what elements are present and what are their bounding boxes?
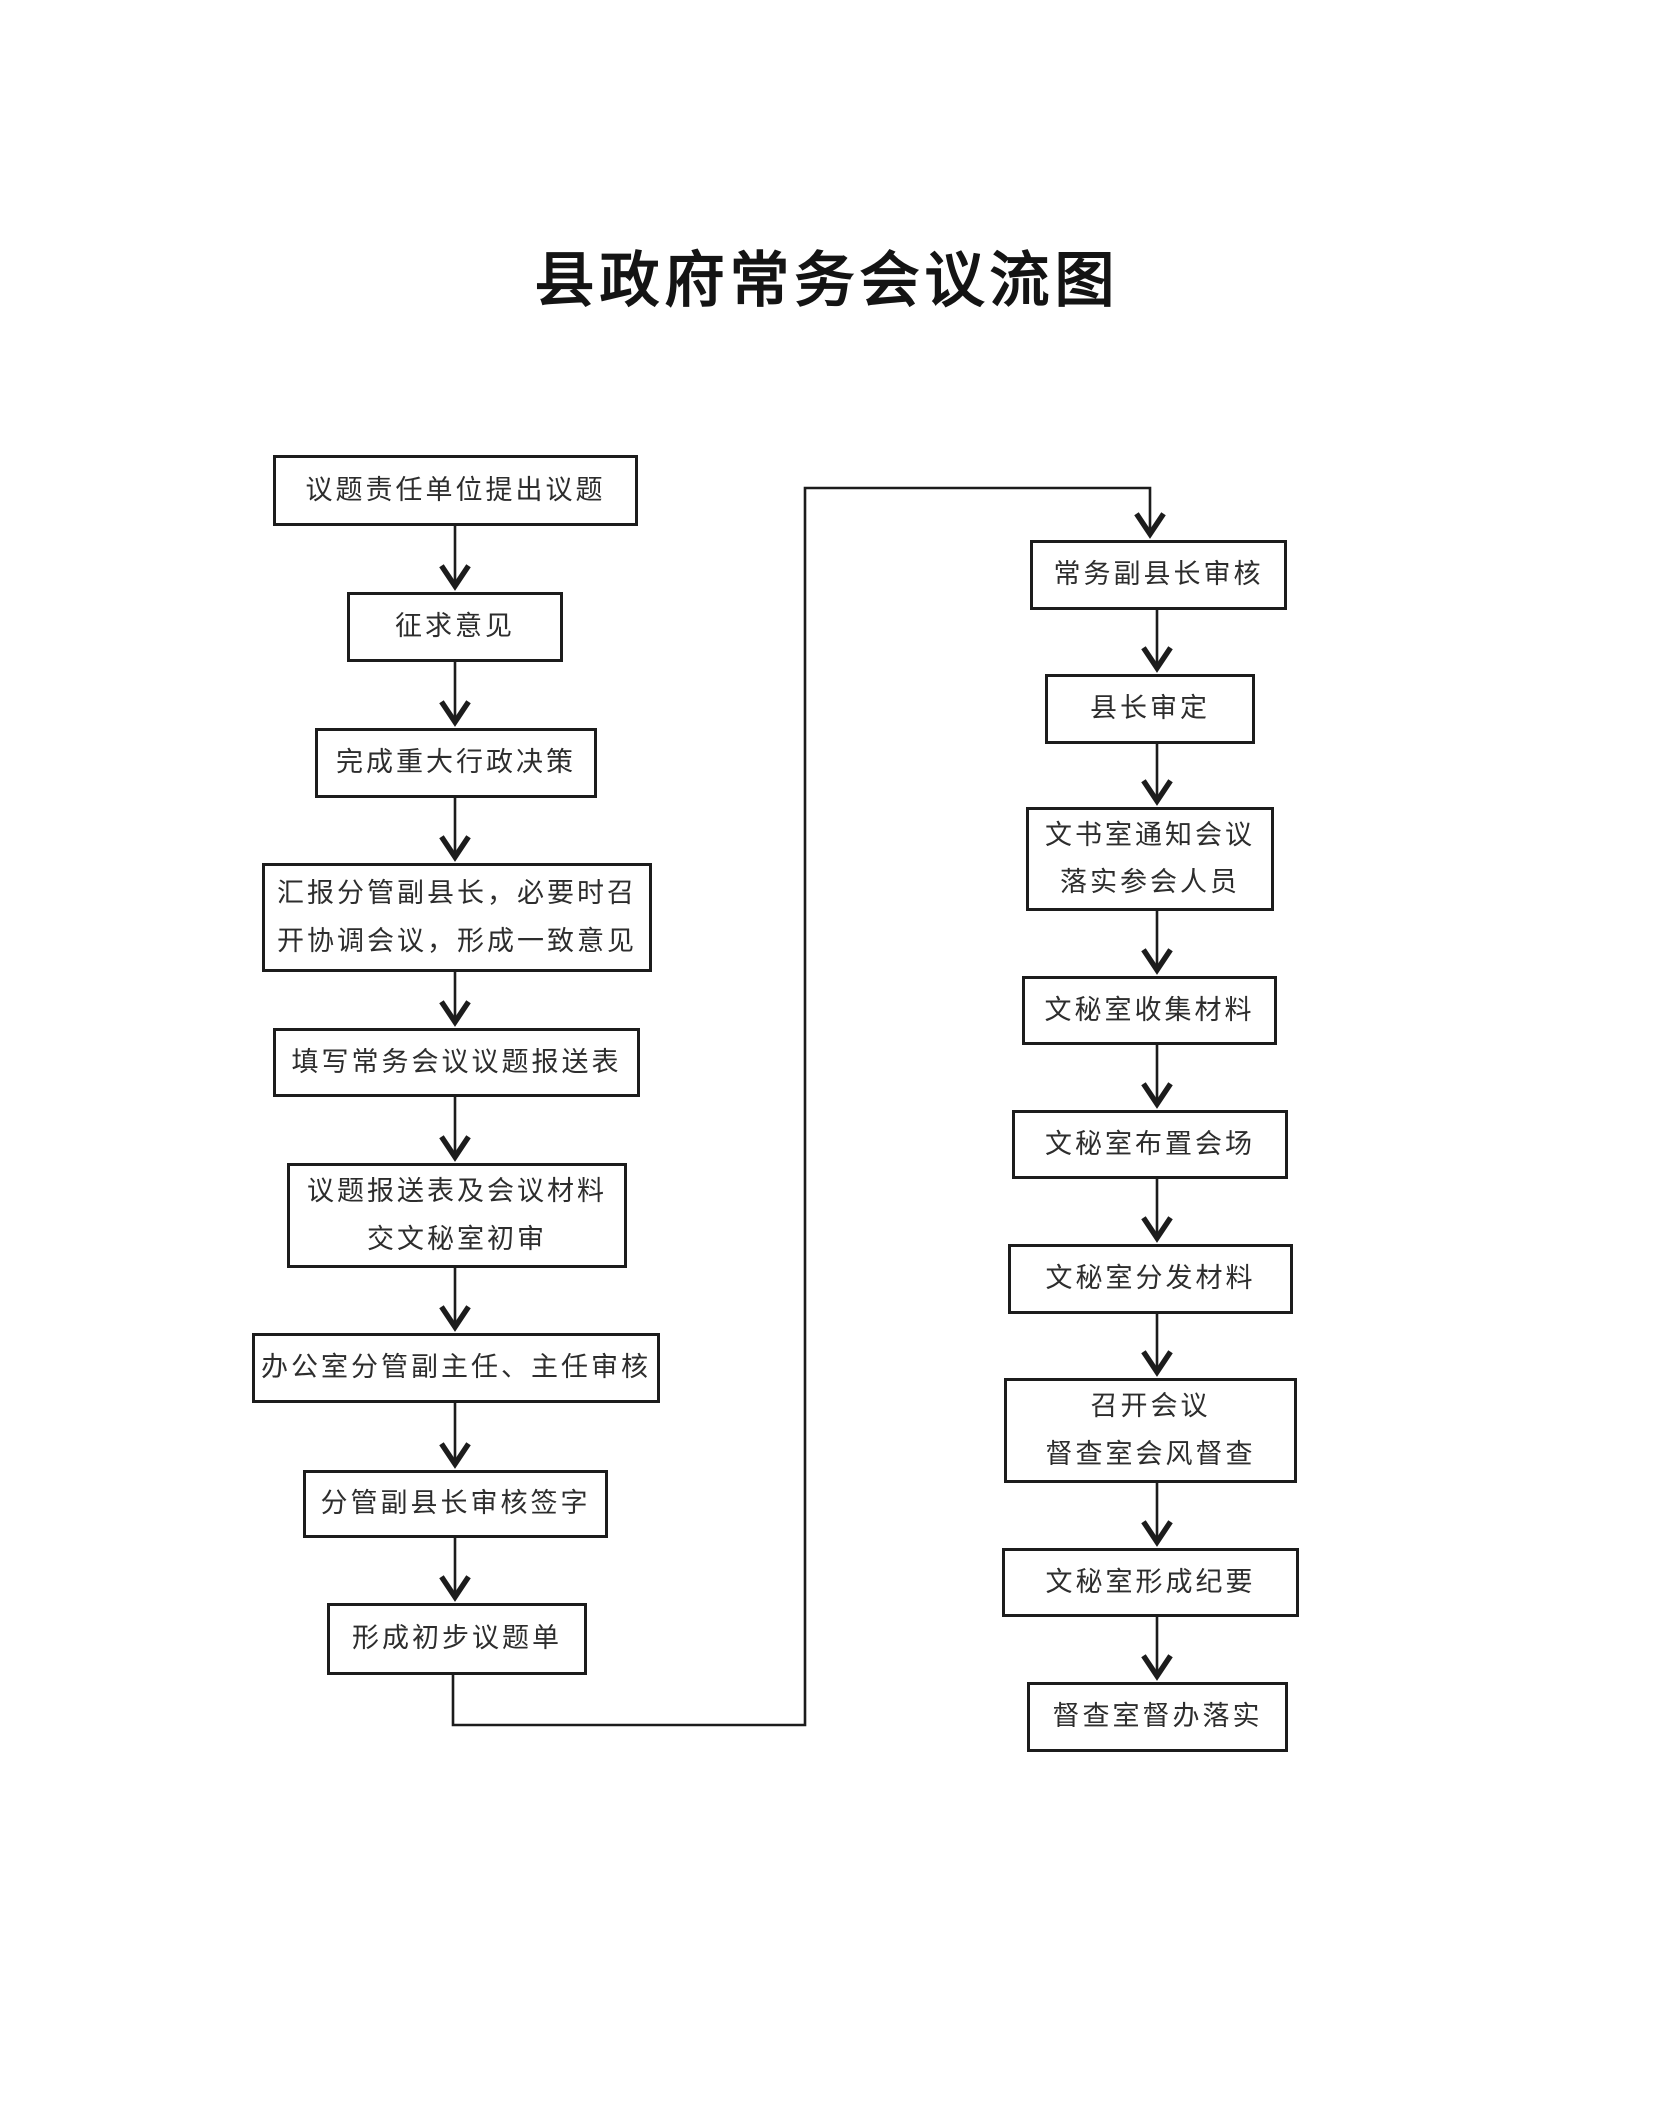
node-supervise-implementation: 督查室督办落实 [1027,1682,1288,1752]
page-title: 县政府常务会议流图 [534,246,1120,316]
node-collect-materials: 文秘室收集材料 [1022,976,1277,1045]
node-major-decision: 完成重大行政决策 [315,728,597,798]
node-arrange-venue: 文秘室布置会场 [1012,1110,1288,1179]
node-hold-meeting-supervision: 召开会议 督查室会风督查 [1004,1378,1297,1483]
node-distribute-materials: 文秘室分发材料 [1008,1244,1293,1314]
node-deputy-magistrate-sign: 分管副县长审核签字 [303,1470,608,1538]
node-preliminary-agenda: 形成初步议题单 [327,1603,587,1675]
node-magistrate-approval: 县长审定 [1045,674,1255,744]
node-secretary-initial-review: 议题报送表及会议材料 交文秘室初审 [287,1163,627,1268]
node-office-director-review: 办公室分管副主任、主任审核 [252,1333,660,1403]
node-topic-proposal: 议题责任单位提出议题 [273,455,638,526]
node-notify-meeting: 文书室通知会议 落实参会人员 [1026,807,1274,911]
node-solicit-opinions: 征求意见 [347,592,563,662]
node-executive-deputy-review: 常务副县长审核 [1030,540,1287,610]
node-form-minutes: 文秘室形成纪要 [1002,1548,1299,1617]
node-report-deputy-magistrate: 汇报分管副县长，必要时召 开协调会议，形成一致意见 [262,863,652,972]
node-fill-topic-form: 填写常务会议议题报送表 [273,1028,640,1097]
